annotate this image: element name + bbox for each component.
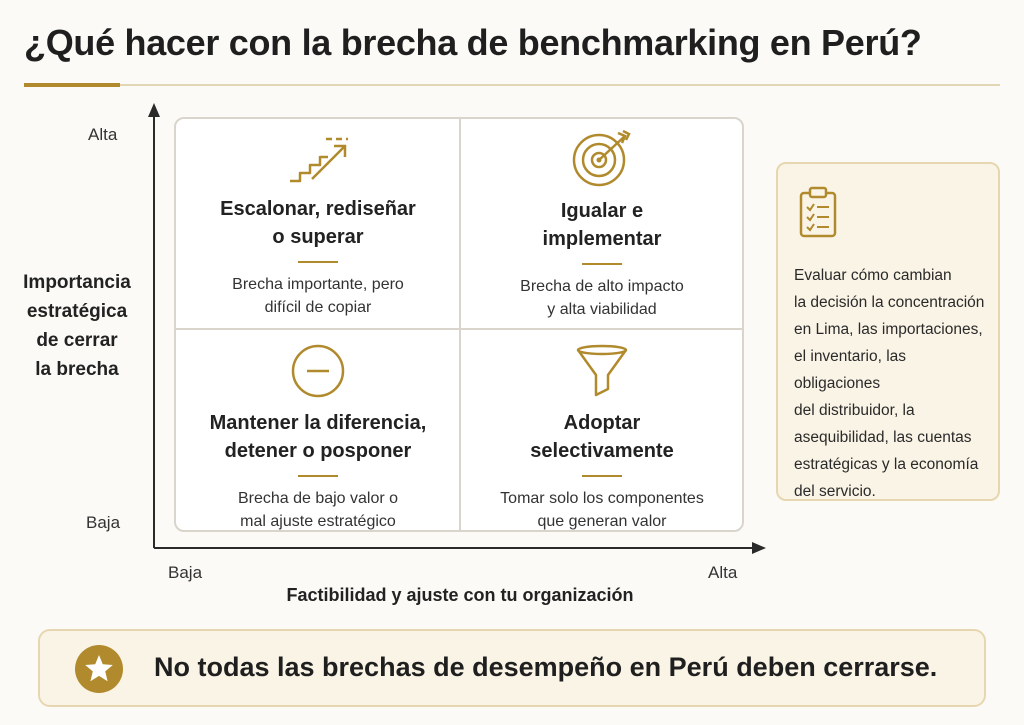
side-note-card: Evaluar cómo cambian la decisión la conc…: [776, 162, 1000, 501]
quadrant-title: Igualar e implementar: [460, 197, 744, 253]
quadrant-title: Escalonar, rediseñar o superar: [176, 195, 460, 251]
quadrant-description: Tomar solo los componentes que generan v…: [460, 487, 744, 533]
quadrant-description-line: Brecha de alto impacto: [520, 278, 684, 295]
quadrant-separator: [582, 263, 622, 265]
side-note-text: Evaluar cómo cambian la decisión la conc…: [794, 262, 994, 505]
y-axis-title-line: de cerrar: [36, 330, 118, 351]
side-note-line: el inventario, las obligaciones: [794, 348, 907, 392]
minus-circle-icon: [291, 344, 345, 398]
quadrant-title: Mantener la diferencia, detener o pospon…: [176, 409, 460, 465]
x-axis-low-label: Baja: [168, 563, 203, 582]
quadrant-bottom-right: Adoptar selectivamente Tomar solo los co…: [460, 343, 744, 533]
funnel-icon: [576, 344, 628, 397]
y-axis-low-label: Baja: [86, 513, 121, 532]
quadrant-description-line: Brecha importante, pero: [232, 276, 404, 293]
quadrant-description-line: difícil de copiar: [264, 299, 372, 316]
quadrant-title-line: selectivamente: [530, 440, 674, 462]
quadrant-description-line: Brecha de bajo valor o: [237, 490, 399, 507]
side-note-line: asequibilidad, las cuentas: [794, 429, 972, 446]
quadrant-description-line: Tomar solo los componentes: [500, 490, 704, 507]
key-message-text: No todas las brechas de desempeño en Per…: [154, 652, 938, 682]
y-axis-title-line: estratégica: [26, 301, 128, 322]
quadrant-description: Brecha importante, pero difícil de copia…: [176, 273, 460, 319]
side-note-line: la decisión la concentración: [794, 294, 985, 311]
quadrant-description-line: mal ajuste estratégico: [240, 513, 396, 530]
quadrant-title-line: o superar: [272, 226, 364, 248]
side-note-line: en Lima, las importaciones,: [794, 321, 983, 338]
y-axis-arrowhead: [148, 103, 160, 117]
quadrant-title-line: Mantener la diferencia,: [209, 412, 427, 434]
quadrant-title-line: Escalonar, rediseñar: [220, 198, 416, 220]
side-note-line: del servicio.: [794, 483, 876, 500]
quadrant-description: Brecha de alto impacto y alta viabilidad: [460, 275, 744, 321]
y-axis-title-line: la brecha: [35, 359, 119, 380]
quadrant-title-line: Igualar e: [560, 200, 644, 222]
quadrant-top-left: Escalonar, rediseñar o superar Brecha im…: [176, 135, 460, 319]
clipboard-checklist-icon: [799, 186, 837, 238]
quadrant-description-line: y alta viabilidad: [547, 301, 657, 318]
y-axis-title: Importancia estratégica de cerrar la bre…: [10, 268, 144, 384]
quadrant-title-line: implementar: [542, 228, 662, 250]
stairs-arrow-icon: [290, 137, 348, 183]
quadrant-title-line: Adoptar: [563, 412, 641, 434]
quadrant-top-right: Igualar e implementar Brecha de alto imp…: [460, 129, 744, 321]
title-underline: [24, 84, 1000, 86]
x-axis-high-label: Alta: [708, 563, 738, 582]
side-note-line: del distribuidor, la: [794, 402, 915, 419]
quadrant-description: Brecha de bajo valor o mal ajuste estrat…: [176, 487, 460, 533]
page-title: ¿Qué hacer con la brecha de benchmarking…: [24, 22, 922, 63]
quadrant-bottom-left: Mantener la diferencia, detener o pospon…: [176, 343, 460, 533]
side-note-line: Evaluar cómo cambian: [794, 267, 952, 284]
x-axis-arrowhead: [752, 542, 766, 554]
quadrant-separator: [582, 475, 622, 477]
star-icon: [75, 645, 123, 693]
quadrant-separator: [298, 475, 338, 477]
quadrant-title: Adoptar selectivamente: [460, 409, 744, 465]
key-message-banner: No todas las brechas de desempeño en Per…: [38, 629, 986, 707]
quadrant-separator: [298, 261, 338, 263]
quadrant-title-line: detener o posponer: [224, 440, 412, 462]
decision-matrix: Escalonar, rediseñar o superar Brecha im…: [174, 117, 744, 532]
x-axis-title: Factibilidad y ajuste con tu organizació…: [286, 585, 634, 605]
quadrant-description-line: que generan valor: [537, 513, 667, 530]
matrix-vertical-divider: [459, 119, 461, 530]
matrix-horizontal-divider: [176, 328, 742, 330]
title-underline-accent: [24, 83, 120, 87]
side-note-line: estratégicas y la economía: [794, 456, 979, 473]
target-icon: [572, 129, 631, 187]
y-axis-title-line: Importancia: [23, 272, 131, 293]
y-axis-high-label: Alta: [88, 125, 118, 144]
